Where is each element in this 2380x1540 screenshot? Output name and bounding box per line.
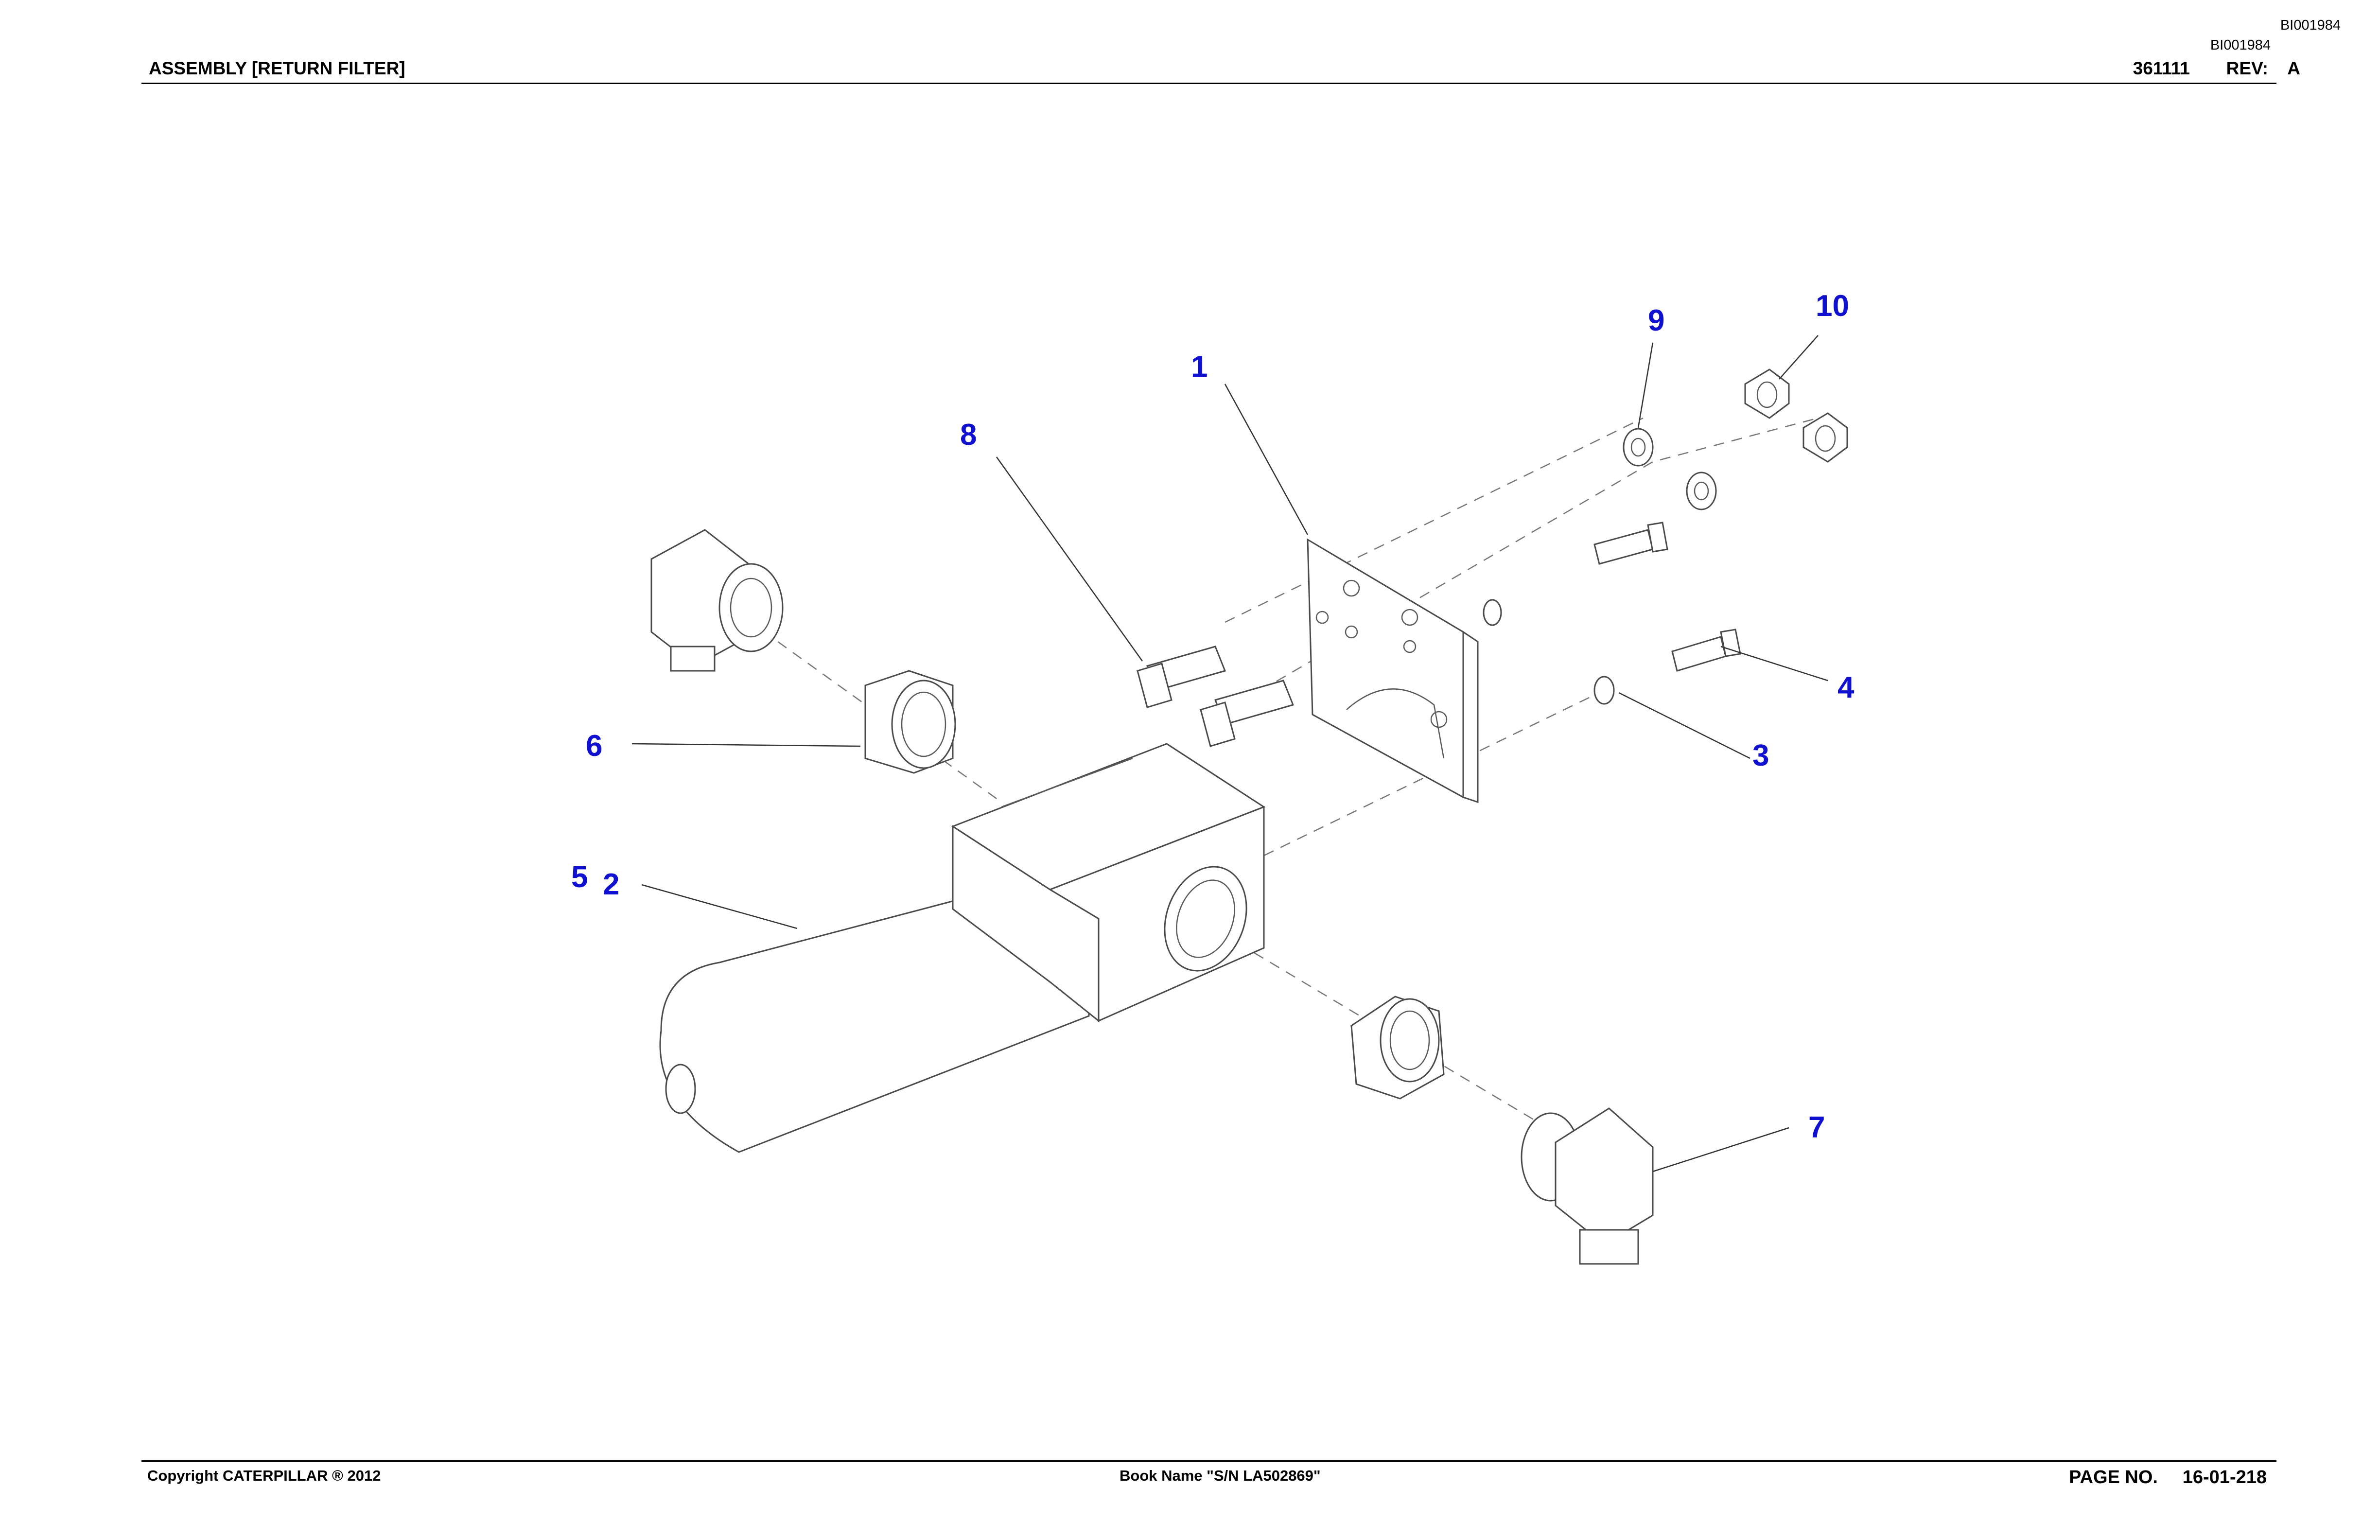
callout-1: 1 (1191, 350, 1208, 384)
bolts (1137, 522, 1741, 747)
book-name: Book Name "S/N LA502869" (1120, 1467, 1321, 1484)
callout-10: 10 (1816, 289, 1849, 323)
callout-4: 4 (1838, 671, 1855, 704)
revision-value: A (2287, 58, 2300, 78)
page-number: 16-01-218 (2182, 1467, 2267, 1488)
callout-6: 6 (586, 729, 602, 763)
footer-rule (141, 1460, 2276, 1462)
mounting-bracket (1307, 538, 1479, 804)
part-number: 361111 (2133, 58, 2190, 78)
page-number-label: PAGE NO. (2069, 1467, 2158, 1488)
page-title: ASSEMBLY [RETURN FILTER] (149, 58, 405, 78)
callout-3: 3 (1752, 739, 1769, 772)
washers-and-nuts (1483, 368, 1848, 705)
copyright-text: Copyright CATERPILLAR ® 2012 (147, 1467, 381, 1484)
callout-7: 7 (1808, 1111, 1825, 1144)
header-rule (141, 83, 2276, 84)
callout-8: 8 (960, 418, 977, 452)
callout-leaders (631, 335, 1828, 1172)
callout-5: 5 (571, 860, 588, 894)
drawing-id-second: BI001984 (2210, 37, 2271, 53)
callout-9: 9 (1648, 304, 1664, 337)
drawing-id-top: BI001984 (2280, 18, 2341, 33)
callout-2: 2 (603, 868, 619, 901)
fittings (650, 529, 1654, 1265)
filter-housing (659, 743, 1266, 1153)
revision-label: REV: (2226, 58, 2268, 78)
